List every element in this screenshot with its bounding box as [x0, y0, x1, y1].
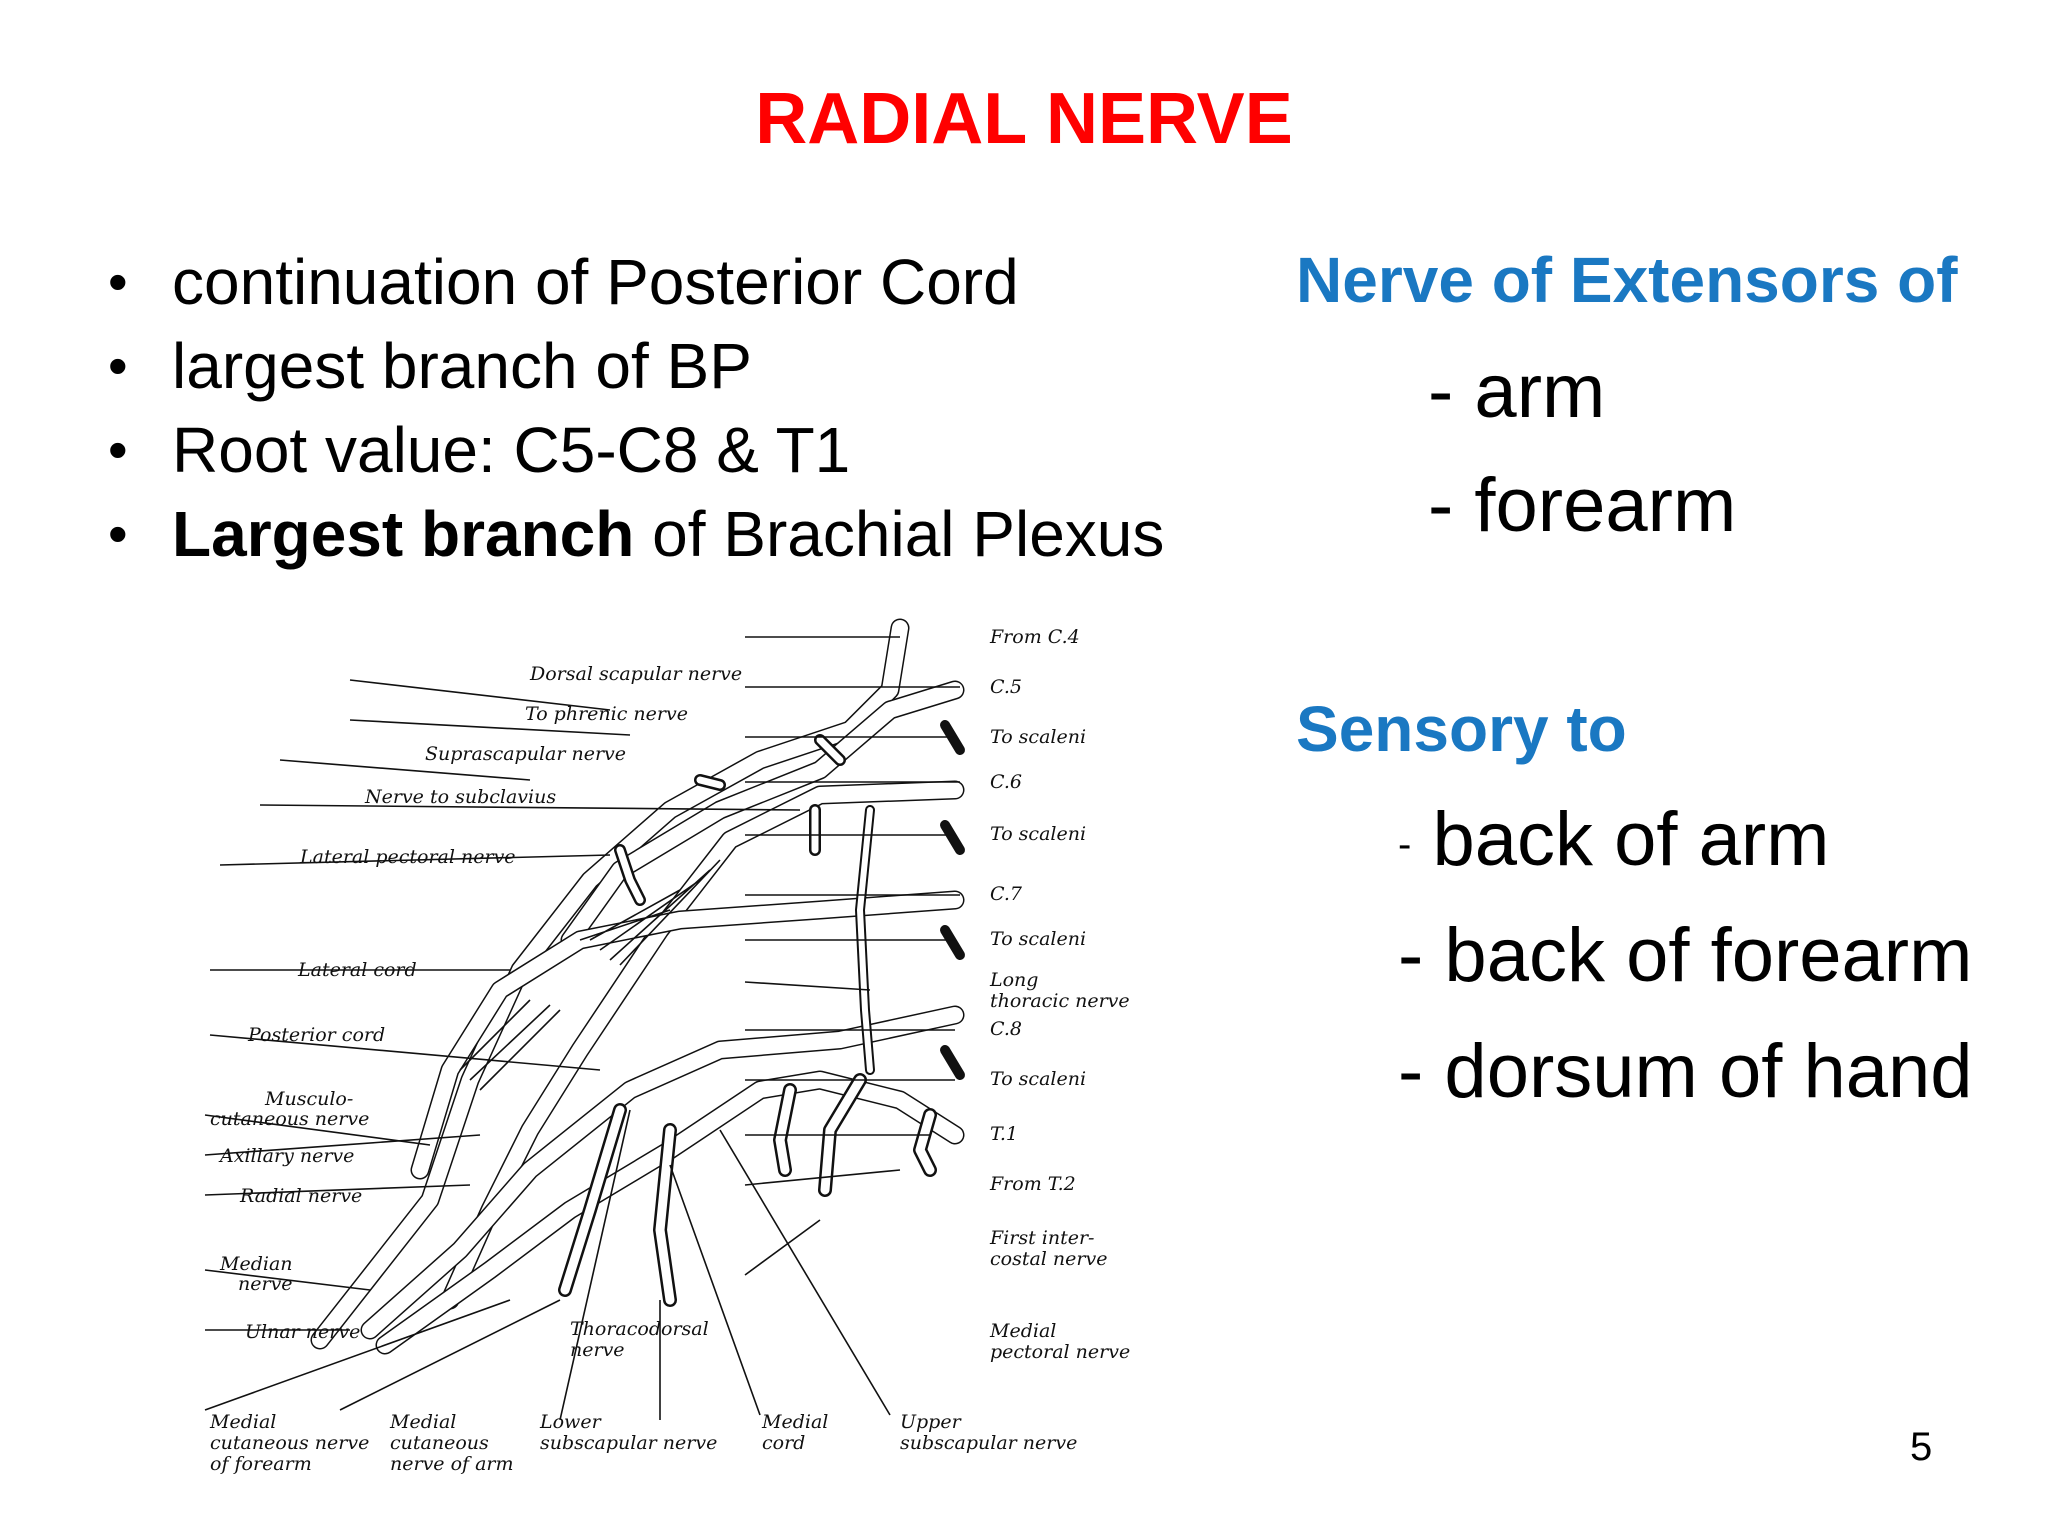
label-first-intercostal-1: First inter- — [989, 1227, 1094, 1249]
label-lateral-pectoral: Lateral pectoral nerve — [299, 846, 516, 868]
label-medial-pectoral-2: pectoral nerve — [990, 1341, 1130, 1363]
label-med-cut-forearm-1: Medial — [209, 1411, 276, 1433]
label-lower-subscap-2: subscapular nerve — [540, 1432, 717, 1454]
bullet-icon: • — [108, 334, 128, 397]
label-med-cut-arm-2: cutaneous — [390, 1432, 489, 1454]
label-c6: C.6 — [990, 771, 1022, 793]
label-c8: C.8 — [990, 1018, 1022, 1040]
label-med-cut-forearm-3: of forearm — [210, 1453, 312, 1475]
bullet-item: •largest branch of BP — [108, 324, 1164, 408]
label-ulnar: Ulnar nerve — [245, 1321, 360, 1343]
label-lateral-cord: Lateral cord — [297, 959, 417, 981]
label-to-phrenic: To phrenic nerve — [525, 703, 688, 725]
label-to-scaleni-3: To scaleni — [990, 928, 1086, 950]
sensory-item-dorsum-of-hand: - dorsum of hand — [1398, 1029, 1973, 1114]
brachial-plexus-diagram: From C.4 C.5 To scaleni C.6 To scaleni C… — [204, 618, 1130, 1475]
label-upper-subscap-1: Upper — [900, 1411, 963, 1433]
sensory-heading: Sensory to — [1296, 693, 1627, 765]
label-median-2: nerve — [238, 1273, 293, 1295]
bullet-icon: • — [108, 250, 128, 313]
label-musculocutaneous-2: cutaneous nerve — [210, 1108, 369, 1130]
bullet-icon: • — [108, 502, 128, 565]
label-musculocutaneous-1: Musculo- — [264, 1088, 353, 1110]
bullet-list: •continuation of Posterior Cord •largest… — [108, 240, 1164, 576]
label-median-1: Median — [219, 1253, 293, 1275]
label-thoracodorsal-1: Thoracodorsal — [570, 1318, 709, 1340]
label-med-cut-arm-1: Medial — [389, 1411, 456, 1433]
label-dorsal-scapular: Dorsal scapular nerve — [529, 663, 742, 685]
slide-title: RADIAL NERVE — [755, 79, 1293, 159]
label-nerve-to-subclavius: Nerve to subclavius — [364, 786, 556, 808]
bullet-icon: • — [108, 418, 128, 481]
label-suprascapular: Suprascapular nerve — [425, 743, 626, 765]
label-upper-subscap-2: subscapular nerve — [900, 1432, 1077, 1454]
bullet-item: •Largest branch of Brachial Plexus — [108, 492, 1164, 576]
extensors-item-forearm: - forearm — [1428, 463, 1737, 548]
label-medial-cord-2: cord — [762, 1432, 805, 1454]
label-med-cut-arm-3: nerve of arm — [390, 1453, 514, 1475]
label-to-scaleni-2: To scaleni — [990, 823, 1086, 845]
extensors-item-arm: - arm — [1428, 349, 1606, 434]
label-to-scaleni-4: To scaleni — [990, 1068, 1086, 1090]
label-from-t2: From T.2 — [989, 1173, 1076, 1195]
label-to-scaleni-1: To scaleni — [990, 726, 1086, 748]
sensory-item-back-of-forearm: - back of forearm — [1398, 913, 1973, 998]
label-c7: C.7 — [990, 883, 1023, 905]
label-lower-subscap-1: Lower — [539, 1411, 603, 1433]
diagram-labels: From C.4 C.5 To scaleni C.6 To scaleni C… — [209, 626, 1130, 1475]
nerve-drawing — [310, 618, 965, 1355]
bullet-item: •continuation of Posterior Cord — [108, 240, 1164, 324]
label-thoracodorsal-2: nerve — [570, 1339, 625, 1361]
sensory-item-back-of-arm: - back of arm — [1398, 797, 1830, 882]
label-long-thoracic-1: Long — [989, 969, 1038, 991]
label-first-intercostal-2: costal nerve — [990, 1248, 1107, 1270]
bullet-item: •Root value: C5-C8 & T1 — [108, 408, 1164, 492]
label-medial-pectoral-1: Medial — [989, 1320, 1056, 1342]
extensors-heading: Nerve of Extensors of — [1296, 244, 1958, 316]
label-axillary: Axillary nerve — [218, 1145, 354, 1167]
label-from-c4: From C.4 — [989, 626, 1080, 648]
label-posterior-cord: Posterior cord — [247, 1024, 385, 1046]
leader-lines — [204, 636, 960, 1421]
label-long-thoracic-2: thoracic nerve — [990, 990, 1130, 1012]
label-med-cut-forearm-2: cutaneous nerve — [210, 1432, 369, 1454]
page-number: 5 — [1910, 1425, 1933, 1469]
label-t1: T.1 — [990, 1123, 1018, 1145]
label-medial-cord-1: Medial — [761, 1411, 828, 1433]
label-c5: C.5 — [990, 676, 1022, 698]
label-radial: Radial nerve — [239, 1185, 362, 1207]
